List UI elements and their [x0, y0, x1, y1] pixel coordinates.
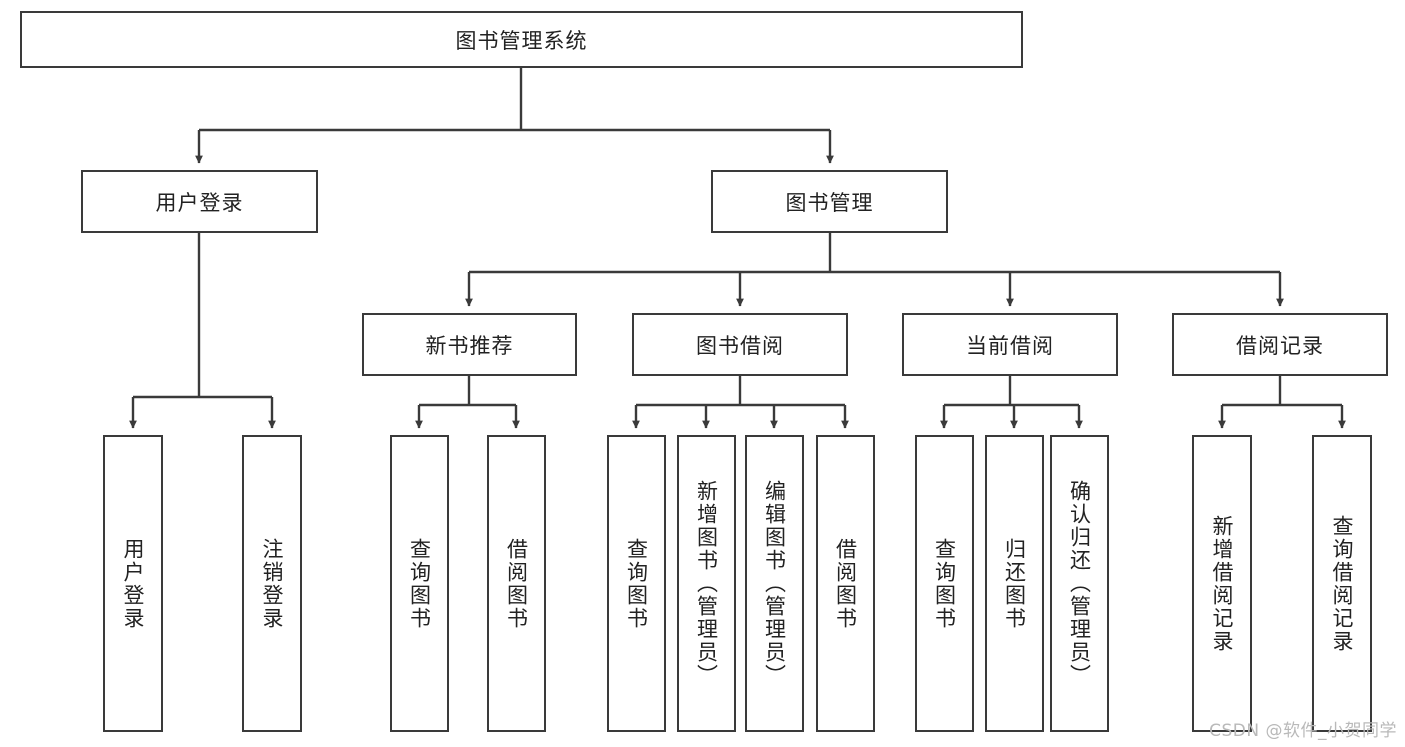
- leaf-new-book-borrow[interactable]: 借阅图书: [487, 435, 546, 732]
- node-label: 图书管理: [785, 190, 874, 215]
- leaf-borrow-record-add[interactable]: 新增借阅记录: [1192, 435, 1252, 732]
- node-label: 借阅图书: [833, 537, 858, 630]
- watermark-text: CSDN @软件_小贺同学: [1209, 721, 1397, 741]
- node-label: 查询借阅记录: [1330, 514, 1355, 653]
- node-label: 图书管理系统: [455, 28, 588, 53]
- leaf-borrow-record-query[interactable]: 查询借阅记录: [1312, 435, 1372, 732]
- node-label: 编辑图书（管理员）: [762, 480, 787, 687]
- node-label: 新书推荐: [425, 333, 514, 358]
- node-label: 查询图书: [407, 537, 432, 630]
- node-book-borrow[interactable]: 图书借阅: [632, 313, 848, 376]
- node-label: 新增借阅记录: [1210, 514, 1235, 653]
- node-label: 借阅图书: [504, 537, 529, 630]
- node-label: 图书借阅: [696, 333, 784, 358]
- node-label: 归还图书: [1002, 537, 1027, 630]
- node-label: 确认归还（管理员）: [1067, 480, 1092, 687]
- node-book-management[interactable]: 图书管理: [711, 170, 948, 233]
- leaf-user-login-login[interactable]: 用户登录: [103, 435, 163, 732]
- node-label: 当前借阅: [966, 333, 1054, 358]
- node-new-book-recommend[interactable]: 新书推荐: [362, 313, 577, 376]
- leaf-current-borrow-confirm-return[interactable]: 确认归还（管理员）: [1050, 435, 1109, 732]
- node-label: 新增图书（管理员）: [694, 480, 719, 687]
- leaf-current-borrow-return[interactable]: 归还图书: [985, 435, 1044, 732]
- node-label: 用户登录: [155, 190, 244, 215]
- leaf-user-login-logout[interactable]: 注销登录: [242, 435, 302, 732]
- leaf-new-book-query[interactable]: 查询图书: [390, 435, 449, 732]
- node-current-borrow[interactable]: 当前借阅: [902, 313, 1118, 376]
- leaf-book-borrow-query[interactable]: 查询图书: [607, 435, 666, 732]
- node-user-login[interactable]: 用户登录: [81, 170, 318, 233]
- node-borrow-record[interactable]: 借阅记录: [1172, 313, 1388, 376]
- leaf-book-borrow-borrow[interactable]: 借阅图书: [816, 435, 875, 732]
- node-label: 查询图书: [624, 537, 649, 630]
- node-label: 注销登录: [260, 537, 285, 630]
- node-label: 用户登录: [121, 537, 146, 630]
- leaf-book-borrow-add[interactable]: 新增图书（管理员）: [677, 435, 736, 732]
- node-label: 查询图书: [932, 537, 957, 630]
- leaf-current-borrow-query[interactable]: 查询图书: [915, 435, 974, 732]
- node-label: 借阅记录: [1236, 333, 1324, 358]
- node-root-book-management-system[interactable]: 图书管理系统: [20, 11, 1023, 68]
- leaf-book-borrow-edit[interactable]: 编辑图书（管理员）: [745, 435, 804, 732]
